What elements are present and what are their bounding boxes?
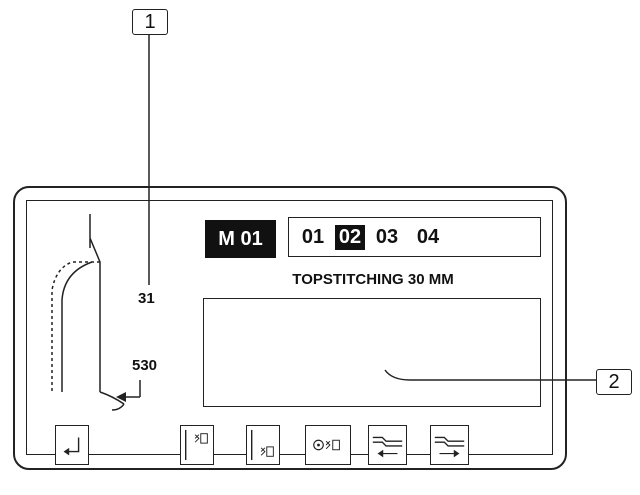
cutter-top-button[interactable] xyxy=(180,425,214,465)
control-panel-inner-frame xyxy=(26,200,553,455)
feed-back-button[interactable] xyxy=(368,425,407,465)
sensor-cutter-icon xyxy=(313,439,340,451)
enter-arrow-icon xyxy=(63,437,80,456)
callout-1: 1 xyxy=(132,9,168,35)
sensor-button[interactable] xyxy=(305,425,351,465)
feed-forward-icon xyxy=(434,436,465,458)
step-02[interactable]: 02 xyxy=(335,225,365,250)
display-area xyxy=(203,298,541,407)
program-title: TOPSTITCHING 30 MM xyxy=(292,271,454,288)
lower-value: 530 xyxy=(132,357,158,374)
garment-outline-icon xyxy=(51,214,125,411)
step-03[interactable]: 03 xyxy=(375,226,399,248)
cutter-bottom-icon xyxy=(251,429,274,461)
enter-button[interactable] xyxy=(55,425,89,465)
cutter-bottom-button[interactable] xyxy=(246,425,280,465)
callout-2: 2 xyxy=(596,369,632,395)
step-01[interactable]: 01 xyxy=(301,226,325,248)
step-04[interactable]: 04 xyxy=(416,226,440,248)
mode-indicator[interactable]: M 01 xyxy=(205,220,276,258)
callout-2-leader xyxy=(384,369,596,381)
feed-back-icon xyxy=(372,436,403,458)
control-panel-frame xyxy=(13,186,567,470)
step-selector: 01 02 03 04 xyxy=(288,217,541,257)
offset-arrow-icon xyxy=(116,380,141,402)
feed-forward-button[interactable] xyxy=(430,425,469,465)
cutter-top-icon xyxy=(185,429,208,461)
upper-value: 31 xyxy=(138,290,155,307)
